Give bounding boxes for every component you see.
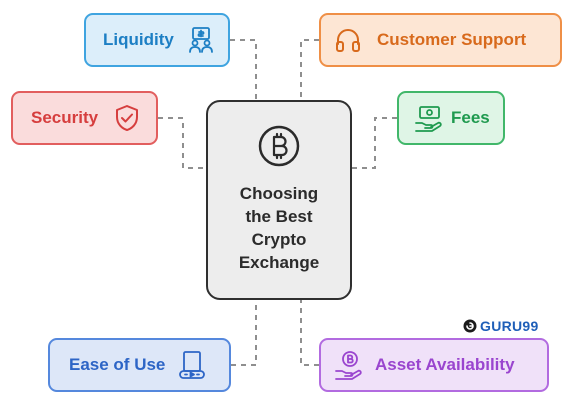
brand-logo-icon [463,319,477,333]
factor-card-security: Security [11,91,158,145]
factor-card-liquidity: Liquidity [84,13,230,67]
factor-label: Customer Support [377,30,527,49]
factor-label: Asset Availability [375,355,515,374]
factor-label: Ease of Use [69,355,166,374]
factor-card-ease-of-use: Ease of Use [48,338,231,392]
watermark: GURU99 [463,316,539,336]
money-hand-icon [413,103,443,133]
factor-label: Fees [451,108,490,127]
central-topic-box: Choosing the Best Crypto Exchange [206,100,352,300]
title-line: Choosing [239,184,319,203]
title-line: Crypto [251,230,307,249]
factor-card-asset-availability: Asset Availability [319,338,549,392]
coin-hand-icon [333,350,363,380]
bitcoin-icon [257,124,301,168]
factor-card-customer-support: Customer Support [319,13,562,67]
watermark-text: GURU99 [480,318,539,334]
headphones-icon [333,25,363,55]
liquidity-icon [186,25,216,55]
title-line: Exchange [238,253,320,272]
factor-card-fees: Fees [397,91,505,145]
factor-label: Liquidity [103,30,174,49]
factor-label: Security [31,108,99,127]
shield-check-icon [112,103,142,133]
video-player-icon [177,350,207,380]
central-topic-title: Choosing the Best Crypto Exchange [208,182,350,274]
title-line: the Best [245,207,313,226]
